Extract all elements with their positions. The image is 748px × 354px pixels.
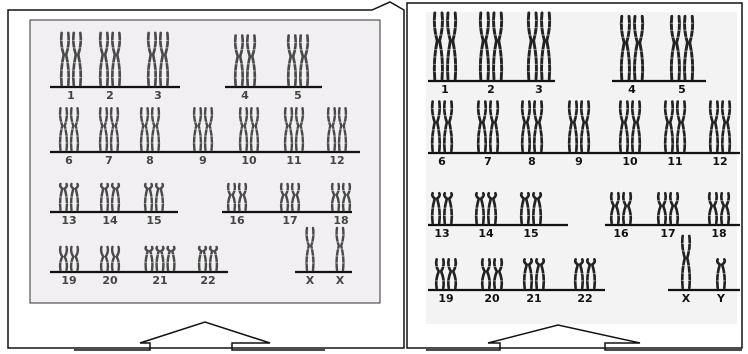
chromosome-label: 19 bbox=[438, 292, 453, 305]
chromosome-label: 22 bbox=[577, 292, 592, 305]
chromosome-label: 17 bbox=[660, 227, 675, 240]
chromosome-label: 8 bbox=[528, 155, 536, 168]
chromosome-label: 12 bbox=[329, 154, 344, 167]
chromosome-label: Y bbox=[716, 292, 726, 305]
chromosome-label: 4 bbox=[241, 89, 249, 102]
chromosome-label: 6 bbox=[438, 155, 446, 168]
chromosome-label: 15 bbox=[146, 214, 161, 227]
chromosome-label: 13 bbox=[61, 214, 76, 227]
chromosome-label: 12 bbox=[712, 155, 727, 168]
chromosome-label: 3 bbox=[154, 89, 162, 102]
chromosome-label: 21 bbox=[152, 274, 167, 287]
chromosome-label: 18 bbox=[333, 214, 348, 227]
chromosome-label: 9 bbox=[575, 155, 583, 168]
chromosome-label: 2 bbox=[106, 89, 114, 102]
chromosome-label: 5 bbox=[678, 83, 686, 96]
chromosome-label: 8 bbox=[146, 154, 154, 167]
chromosome-label: 16 bbox=[613, 227, 629, 240]
chromosome-label: 2 bbox=[487, 83, 495, 96]
chromosome-label: 6 bbox=[65, 154, 73, 167]
chromosome-label: 11 bbox=[286, 154, 301, 167]
chromosome-label: 10 bbox=[622, 155, 638, 168]
chromosome-label: 15 bbox=[523, 227, 538, 240]
chromosome-label: 4 bbox=[628, 83, 636, 96]
chromosome-label: 11 bbox=[667, 155, 682, 168]
chromosome-label: 14 bbox=[102, 214, 118, 227]
chromosome-label: 21 bbox=[526, 292, 541, 305]
chromosome-label: X bbox=[682, 292, 691, 305]
chromosome-label: 18 bbox=[711, 227, 726, 240]
chromosome-label: 13 bbox=[434, 227, 449, 240]
chromosome-label: 7 bbox=[105, 154, 113, 167]
chromosome-label: 20 bbox=[484, 292, 500, 305]
chromosome-label: 19 bbox=[61, 274, 76, 287]
chromosome-label: 1 bbox=[67, 89, 75, 102]
chromosome-label: 5 bbox=[294, 89, 302, 102]
chromosome-label: 17 bbox=[282, 214, 297, 227]
chromosome-label: 1 bbox=[441, 83, 449, 96]
chromosome-label: 20 bbox=[102, 274, 118, 287]
chromosome-label: 14 bbox=[478, 227, 494, 240]
chromosome-label: 16 bbox=[229, 214, 245, 227]
chromosome-label: X bbox=[306, 274, 315, 287]
chromosome-label: 22 bbox=[200, 274, 215, 287]
chromosome-label: 7 bbox=[484, 155, 492, 168]
chromosome-label: 10 bbox=[241, 154, 257, 167]
chromosome-label: X bbox=[336, 274, 345, 287]
chromosome-label: 3 bbox=[535, 83, 543, 96]
chromosome-label: 9 bbox=[199, 154, 207, 167]
